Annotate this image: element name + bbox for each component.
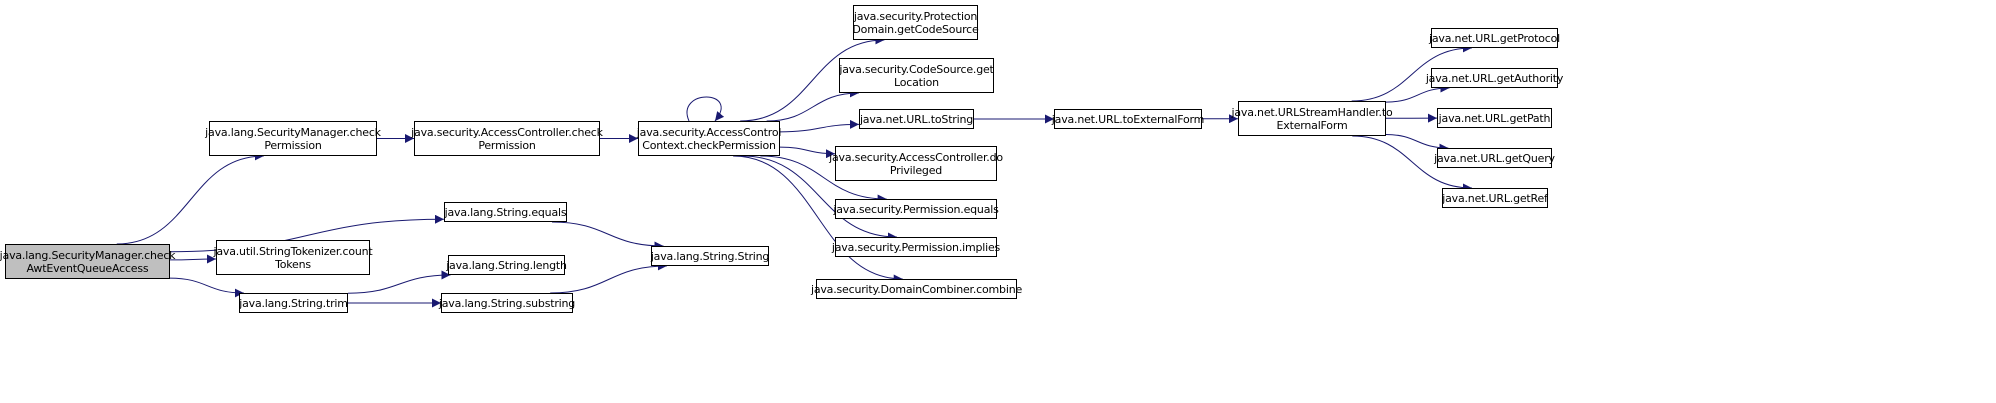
edge-n8-n13: [1352, 135, 1472, 193]
node-string-equals[interactable]: java.lang.String.equals: [444, 202, 567, 222]
node-string-string[interactable]: java.lang.String.String: [651, 246, 769, 266]
node-string-length[interactable]: java.lang.String.length: [446, 255, 567, 275]
edge-n8-n9: [1351, 43, 1472, 102]
edge-n8-n10: [1385, 83, 1450, 103]
node-domain-combiner-combine[interactable]: java.security.DomainCombiner.combine: [811, 279, 1022, 299]
node-url-get-ref[interactable]: java.net.URL.getRef: [1442, 188, 1548, 208]
edge-n22-n23: [550, 261, 667, 294]
edge-n0-n20: [169, 277, 244, 298]
node-string-substring[interactable]: java.lang.String.substring: [439, 293, 575, 313]
node-permission-implies[interactable]: java.security.Permission.implies: [832, 237, 1000, 257]
node-security-manager-check-permission[interactable]: java.lang.SecurityManager.check Permissi…: [205, 121, 381, 156]
edge-n3-n5: [766, 88, 859, 122]
node-permission-equals[interactable]: java.security.Permission.equals: [833, 199, 999, 219]
edge-n3-n17: [733, 155, 903, 284]
node-code-source-get-location[interactable]: java.security.CodeSource.get Location: [839, 58, 994, 93]
node-url-stream-handler-to-external-form[interactable]: java.net.URLStreamHandler.to ExternalFor…: [1232, 101, 1393, 136]
edge-n3-n14: [779, 146, 836, 159]
node-url-to-external-form[interactable]: java.net.URL.toExternalForm: [1052, 109, 1204, 129]
node-url-get-query[interactable]: java.net.URL.getQuery: [1434, 148, 1555, 168]
node-string-tokenizer-count-tokens[interactable]: java.util.StringTokenizer.count Tokens: [214, 240, 373, 275]
node-url-get-path[interactable]: java.net.URL.getPath: [1437, 108, 1552, 128]
edge-n3-n3: [686, 96, 725, 122]
edge-n8-n12: [1385, 134, 1449, 153]
edge-n18-n23: [551, 221, 664, 251]
node-protection-domain-get-code-source[interactable]: java.security.Protection Domain.getCodeS…: [852, 5, 979, 40]
edge-n3-n4: [740, 35, 885, 122]
node-string-trim[interactable]: java.lang.String.trim: [239, 293, 348, 313]
node-url-get-protocol[interactable]: java.net.URL.getProtocol: [1429, 28, 1560, 48]
node-url-to-string[interactable]: java.net.URL.toString: [859, 109, 974, 129]
node-access-controller-do-privileged[interactable]: java.security.AccessController.do Privil…: [829, 146, 1003, 181]
edge-n3-n15: [760, 155, 887, 204]
edge-n0-n19: [169, 254, 217, 264]
edge-n20-n21: [347, 270, 451, 294]
node-access-controller-check-permission[interactable]: java.security.AccessController.check Per…: [411, 121, 603, 156]
node-url-get-authority[interactable]: java.net.URL.getAuthority: [1426, 68, 1563, 88]
edge-n3-n16: [742, 155, 897, 242]
edge-n0-n1: [116, 151, 264, 245]
node-security-manager-check-awt-event-queue-access: java.lang.SecurityManager.check AwtEvent…: [0, 244, 176, 279]
node-access-control-context-check-permission[interactable]: java.security.AccessControl Context.chec…: [637, 121, 781, 156]
edge-n3-n6: [779, 119, 860, 133]
